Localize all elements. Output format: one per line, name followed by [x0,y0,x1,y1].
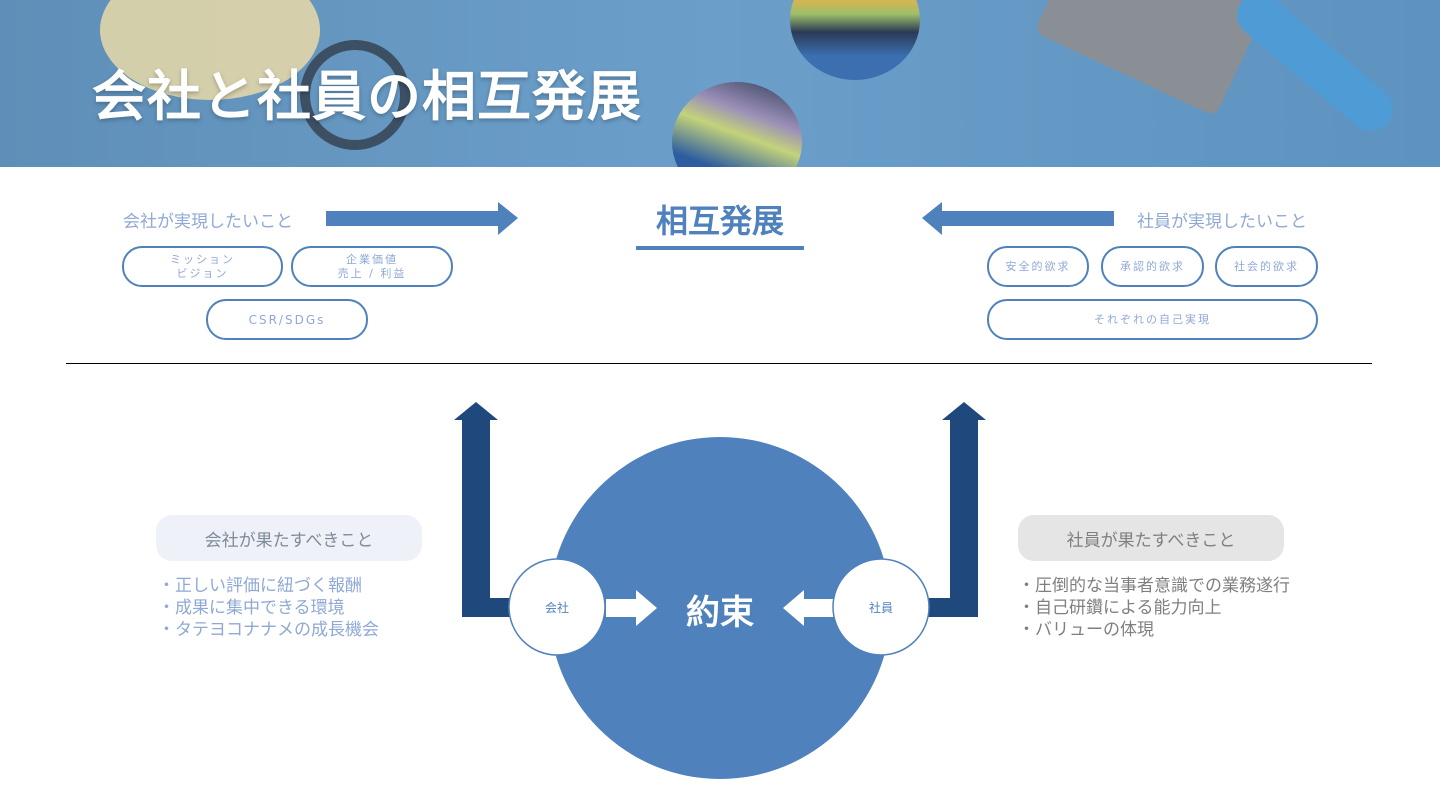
promise-label: 約束 [686,593,754,633]
pill-text: 売上 / 利益 [337,266,407,280]
company-duties-heading: 会社が果たすべきこと [156,515,422,561]
list-item: 成果に集中できる環境 [158,597,379,619]
employee-up-arrow [925,402,986,617]
list-item: 自己研鑽による能力向上 [1018,597,1290,619]
pill-self-actualization: それぞれの自己実現 [987,299,1318,340]
company-duties-list: 正しい評価に紐づく報酬 成果に集中できる環境 タテヨコナナメの成長機会 [158,575,379,641]
company-wants-label: 会社が実現したいこと [123,212,293,232]
section-divider [66,363,1372,364]
company-circle [508,558,606,656]
header-banner: 会社と社員の相互発展 [0,0,1440,167]
employee-circle [832,558,930,656]
pill-csr-sdgs: CSR/SDGs [206,299,368,340]
company-up-arrow [454,402,515,617]
pill-safety-need: 安全的欲求 [987,246,1089,287]
employee-duties-heading: 社員が果たすべきこと [1018,515,1284,561]
list-item: バリューの体現 [1018,619,1290,641]
pill-mission-vision: ミッションビジョン [122,246,283,287]
pill-esteem-need: 承認的欲求 [1101,246,1204,287]
pill-text: 企業価値 [345,252,398,266]
company-to-promise-arrow [606,590,657,626]
list-item: タテヨコナナメの成長機会 [158,619,379,641]
pill-social-need: 社会的欲求 [1215,246,1318,287]
right-arrow [326,202,518,235]
list-item: 圧倒的な当事者意識での業務遂行 [1018,575,1290,597]
decorative-scissors [300,40,410,150]
list-item: 正しい評価に紐づく報酬 [158,575,379,597]
employee-duties-list: 圧倒的な当事者意識での業務遂行 自己研鑽による能力向上 バリューの体現 [1018,575,1290,641]
company-circle-label: 会社 [544,601,569,615]
pill-text: ビジョン [176,266,229,280]
promise-circle [549,437,891,779]
pill-corporate-value: 企業価値売上 / 利益 [291,246,453,287]
mutual-development-title: 相互発展 [636,196,804,250]
employee-to-promise-arrow [783,590,834,626]
page-title: 会社と社員の相互発展 [92,65,642,128]
left-arrow [922,202,1114,235]
pill-text: ミッション [170,252,235,266]
employee-circle-label: 社員 [868,601,893,615]
employee-wants-label: 社員が実現したいこと [1137,212,1307,232]
